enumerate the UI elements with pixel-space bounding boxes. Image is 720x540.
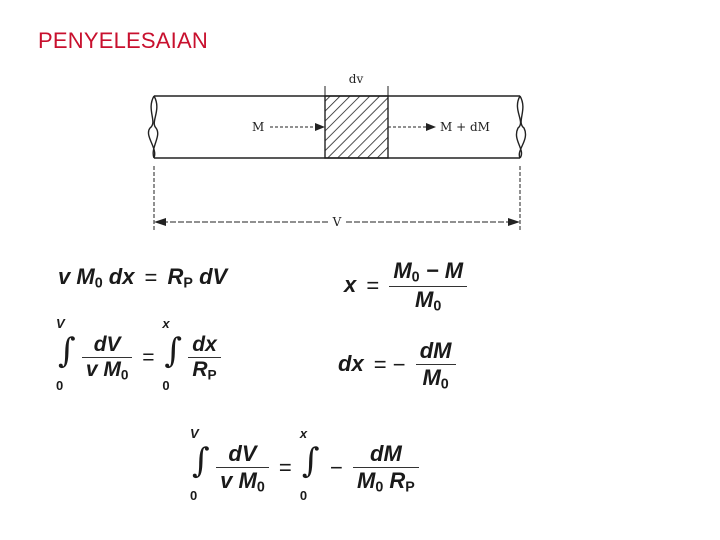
dimension-right-arrow-icon <box>508 218 520 226</box>
volume-label: V <box>332 215 342 229</box>
arrow-out-head-icon <box>426 123 436 131</box>
right-moment-label: M + dM <box>440 120 490 134</box>
left-moment-label: M <box>252 120 264 134</box>
dimension-left-arrow-icon <box>154 218 166 226</box>
slide-title: PENYELESAIAN <box>38 28 208 53</box>
dv-bracket <box>324 86 389 96</box>
pipe-element-diagram: dv M M + dM V <box>147 72 527 232</box>
equation-mass-balance: v M0 dx = RP dV <box>58 264 228 292</box>
element-label: dv <box>349 72 364 86</box>
dimension-extension-lines <box>153 166 521 232</box>
hatched-element <box>324 95 389 159</box>
arrow-in-head-icon <box>315 123 325 131</box>
